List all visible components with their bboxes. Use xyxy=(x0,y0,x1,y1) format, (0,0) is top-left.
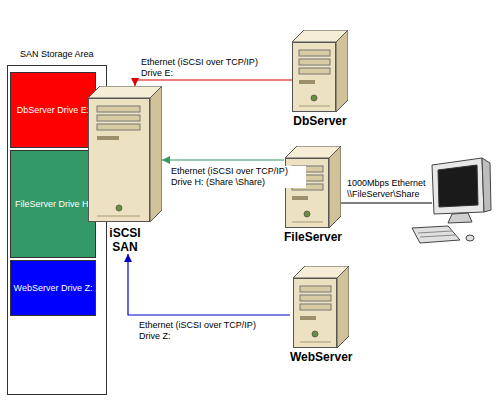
server-icon xyxy=(293,266,349,348)
ethernet-line xyxy=(337,203,432,204)
server: DbServer xyxy=(292,30,348,128)
server-name: DbServer xyxy=(293,114,346,128)
ethernet-connector xyxy=(124,254,290,315)
ethernet-connector xyxy=(162,156,284,164)
server: WebServer xyxy=(290,266,352,364)
network-label: 1000Mbps Ethernet \\FileServer\Share xyxy=(346,178,436,200)
panel-title: SAN Storage Area xyxy=(7,45,107,60)
keyboard-keys xyxy=(420,235,455,237)
server-icon-holder xyxy=(293,266,349,348)
drive-label: DbServer Drive E: xyxy=(15,103,92,118)
connection-label: Ethernet (iSCSI over TCP/IP) Drive Z: xyxy=(138,320,268,342)
arrowhead xyxy=(162,156,170,164)
arrowhead xyxy=(124,254,132,262)
server-icon xyxy=(88,86,162,222)
server-name: WebServer xyxy=(290,350,352,364)
keyboard-keys xyxy=(418,231,452,233)
drive-label: FileServer Drive H: xyxy=(13,197,93,212)
connection-label: Ethernet (iSCSI over TCP/IP) Drive H: (S… xyxy=(170,166,306,188)
arrowhead xyxy=(131,78,139,86)
server: FileServer xyxy=(284,146,342,244)
server-icon-holder xyxy=(292,30,348,112)
server-icon-holder xyxy=(88,86,162,222)
drive-partition: FileServer Drive H: xyxy=(10,150,96,258)
monitor-stand xyxy=(448,213,472,223)
server-icon xyxy=(292,30,348,112)
monitor-screen xyxy=(438,165,478,207)
server-name: FileServer xyxy=(284,230,342,244)
server-name: iSCSI SAN xyxy=(105,226,145,254)
connection-label: Ethernet (iSCSI over TCP/IP) Drive E: xyxy=(140,57,270,79)
ethernet-connector xyxy=(131,78,292,86)
drive-label: WebServer Drive Z: xyxy=(12,281,95,296)
monitor-side xyxy=(482,158,491,212)
drive-partition: WebServer Drive Z: xyxy=(10,260,96,316)
keyboard xyxy=(412,226,460,243)
drive-partition: DbServer Drive E: xyxy=(10,72,96,148)
monitor-frame xyxy=(432,158,484,214)
san-server: iSCSI SAN xyxy=(88,86,162,254)
mouse xyxy=(466,235,474,241)
